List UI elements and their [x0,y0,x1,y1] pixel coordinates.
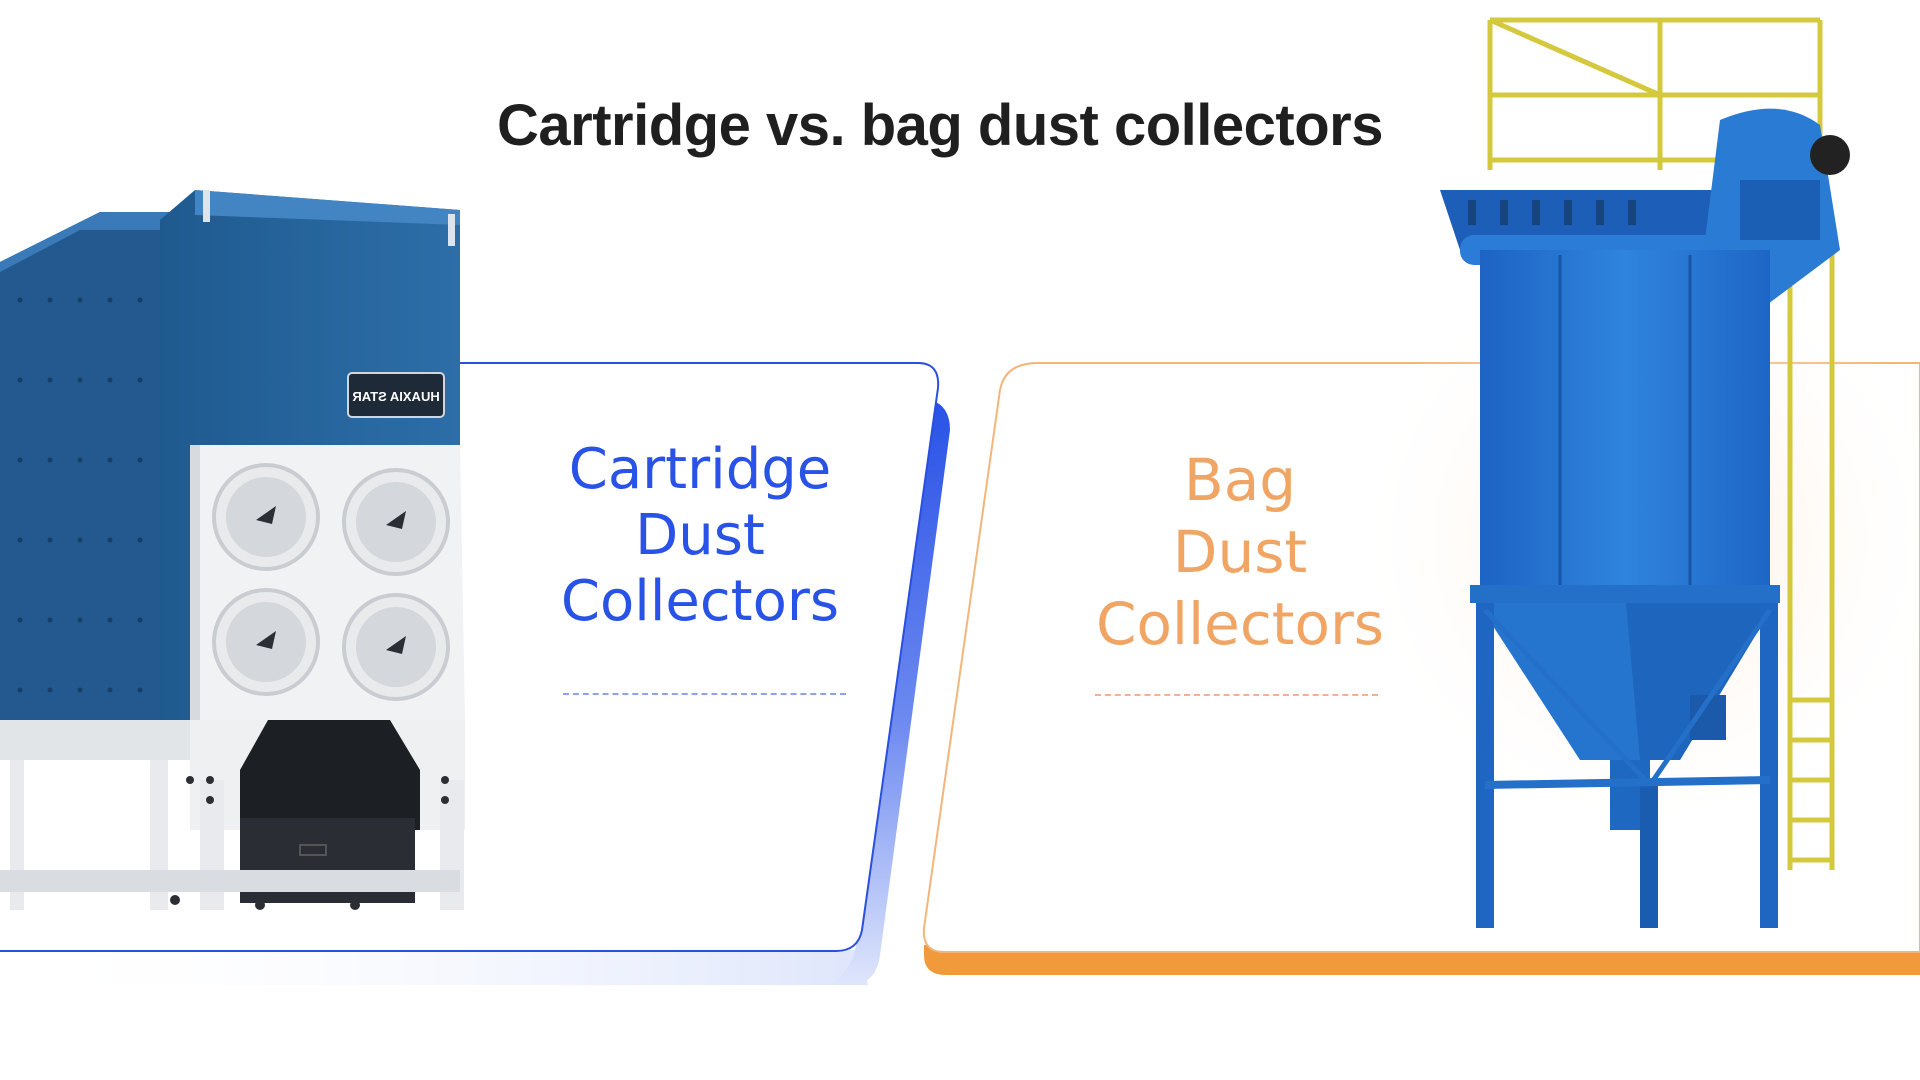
filter-port [212,588,320,696]
filter-port [342,468,450,576]
page-title: Cartridge vs. bag dust collectors [497,93,1383,158]
bag-label: Bag Dust Collectors [1060,444,1420,660]
cartridge-divider [563,693,846,695]
bag-label-line-3: Collectors [1095,590,1385,658]
cartridge-label-line-2: Dust [635,503,765,568]
filter-port [342,593,450,701]
bag-label-line-1: Bag [1183,446,1297,514]
bag-label-line-2: Dust [1172,518,1308,586]
filter-port [212,463,320,571]
cartridge-label-line-1: Cartridge [568,437,832,502]
brand-plate-text: HUAXIA STAR [352,389,440,404]
cartridge-label: Cartridge Dust Collectors [520,437,880,635]
cartridge-label-line-3: Collectors [560,569,840,634]
bag-collector-image [1350,17,1920,928]
cartridge-collector-image: HUAXIA STAR [0,190,465,910]
bag-divider [1095,694,1378,696]
